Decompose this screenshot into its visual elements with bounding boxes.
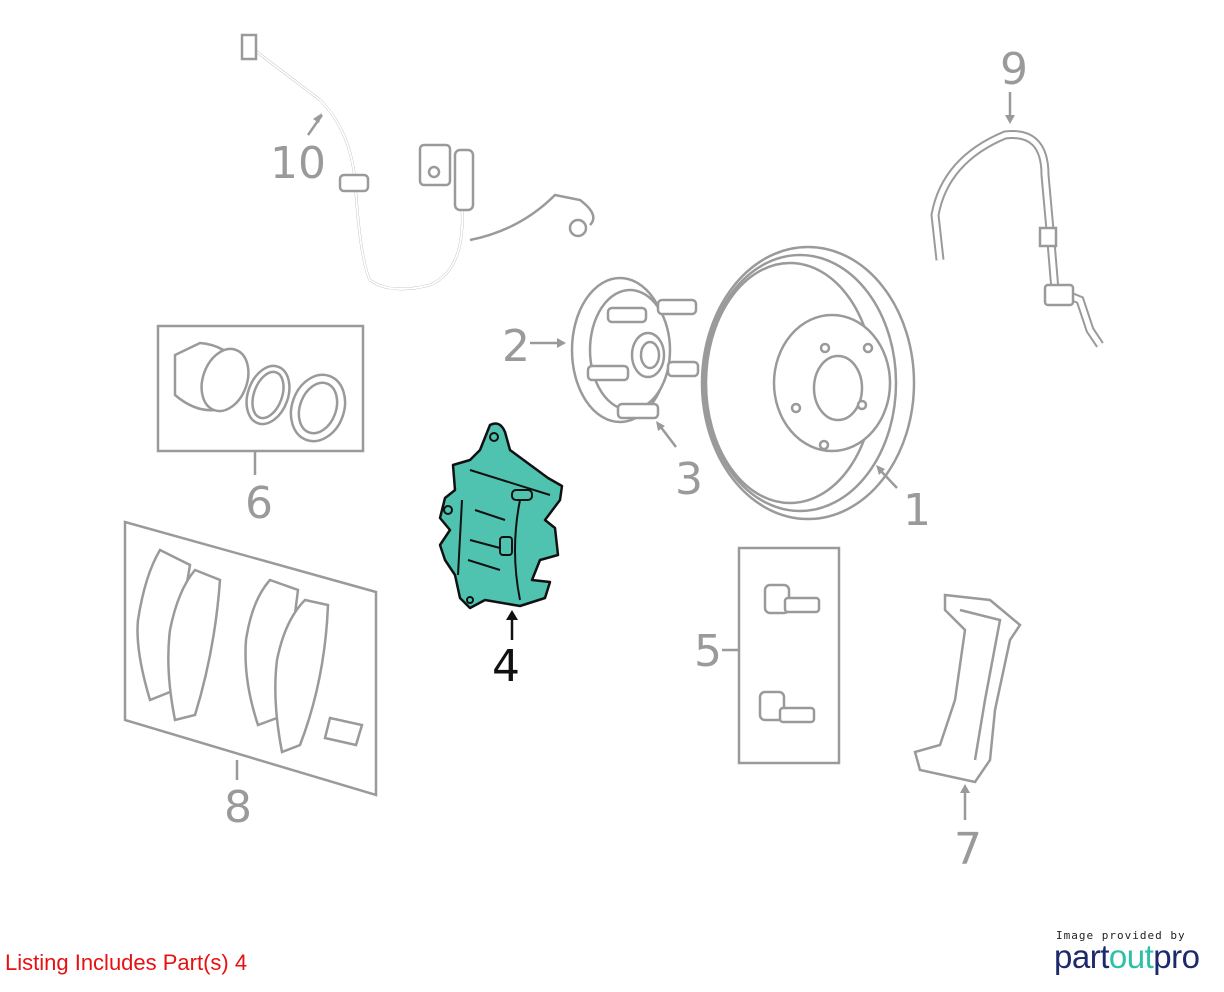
callout-1: 1 [903, 485, 931, 536]
listing-caption: Listing Includes Part(s) 4 [5, 950, 248, 975]
logo-out: out [1108, 938, 1154, 975]
callout-5: 5 [694, 626, 722, 677]
callout-2: 2 [502, 321, 530, 372]
partoutpro-logo: partoutpro [1054, 938, 1200, 976]
callout-6: 6 [245, 478, 273, 529]
part-4-caliper [438, 422, 564, 610]
part-6-box [156, 324, 365, 453]
part-8-box [123, 520, 378, 797]
part-6-piston-kit [173, 341, 347, 443]
part-5-box [737, 546, 841, 765]
part-9-brake-hose [930, 130, 1104, 348]
part-8-brake-pads [136, 548, 364, 754]
callout-8: 8 [224, 782, 252, 833]
callout-3: 3 [675, 454, 703, 505]
image-credit: Image provided by [1056, 929, 1186, 942]
part-10-abs-sensor [240, 33, 595, 291]
part-7-caliper-bracket [913, 593, 1022, 784]
part-5-bolts [758, 583, 821, 724]
logo-part: part [1054, 938, 1109, 975]
part-2-hub [570, 276, 700, 424]
callout-9: 9 [1000, 44, 1028, 95]
part-1-rotor [700, 245, 916, 521]
callout-10: 10 [270, 138, 326, 189]
callout-4[interactable]: 4 [492, 641, 520, 692]
callout-7: 7 [954, 824, 982, 875]
logo-pro: pro [1153, 938, 1200, 975]
